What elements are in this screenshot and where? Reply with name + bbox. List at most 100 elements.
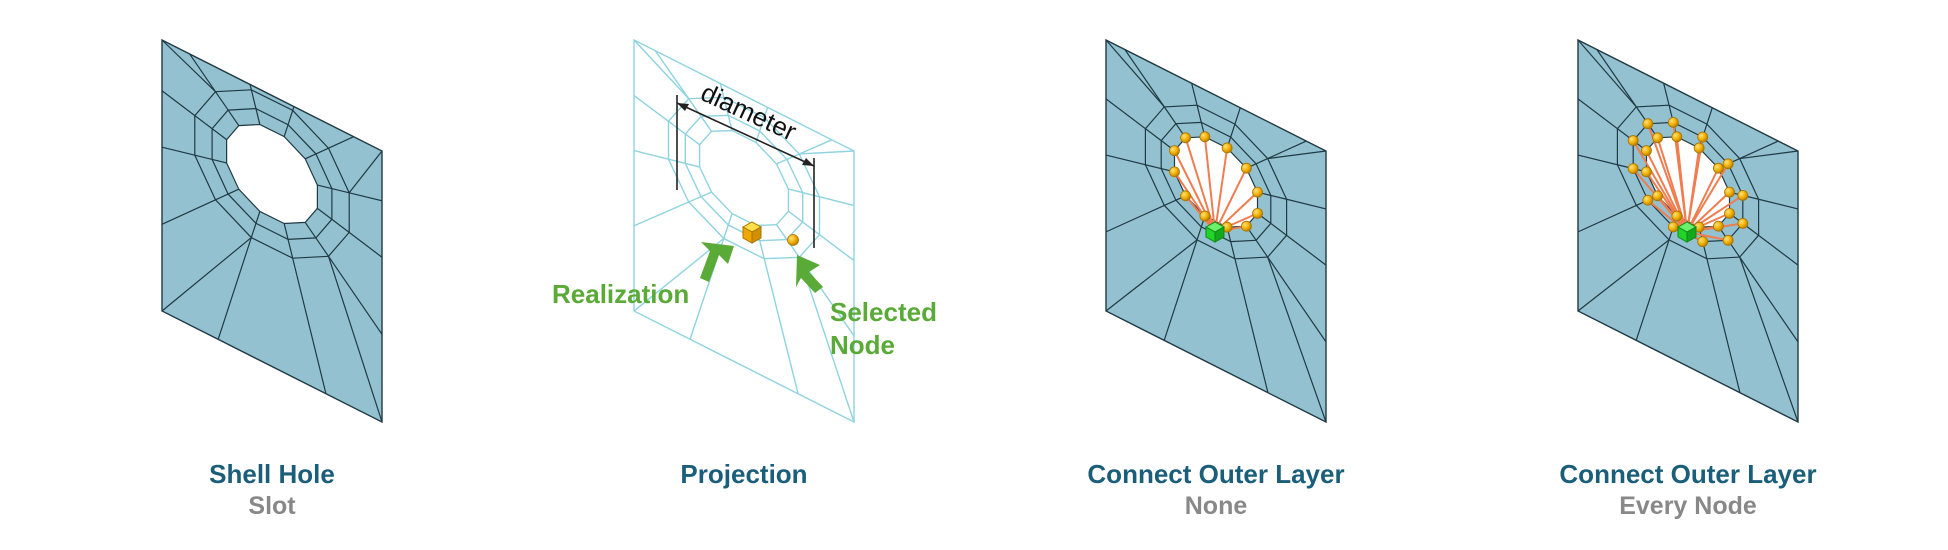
node-icon (1722, 158, 1734, 170)
node-icon (1169, 145, 1180, 157)
node-icon (1667, 116, 1679, 128)
mesh-edge (1635, 239, 1670, 341)
mesh-edge (348, 150, 383, 194)
mesh-edge (249, 84, 252, 90)
caption-shell-hole: Shell Hole Slot (62, 458, 482, 522)
wireframe-mesh (633, 38, 855, 424)
mesh-edge (1577, 204, 1637, 233)
mesh-edge (1105, 239, 1198, 312)
panel-connect-every-node (1577, 38, 1799, 424)
node-icon (1252, 186, 1263, 198)
node-icon (1697, 131, 1709, 143)
spoke-line (1214, 147, 1229, 233)
mesh-edge (292, 258, 327, 394)
spoke-line (1686, 163, 1729, 233)
mesh-edge (1257, 212, 1287, 236)
mesh-edge (304, 222, 329, 257)
mesh-edge (215, 188, 240, 201)
mesh-edge (1706, 107, 1713, 125)
node-icon (1180, 132, 1191, 144)
mesh-edge (349, 192, 383, 202)
node-icon (1722, 234, 1734, 246)
mesh-edge (1577, 154, 1618, 166)
mesh-edge (189, 53, 216, 92)
node-icon (1642, 118, 1654, 130)
mesh-edge (788, 210, 820, 236)
mesh-edge (317, 207, 350, 233)
mesh-edge (1105, 39, 1165, 108)
mesh-edge (1245, 225, 1269, 258)
mesh-edge (763, 258, 799, 394)
mesh-edge (1105, 154, 1146, 166)
mesh-edge (250, 211, 261, 238)
hole-nodes (1169, 131, 1263, 233)
mesh-edge (283, 223, 294, 259)
panel-subtitle: None (1184, 492, 1248, 520)
mesh-edge (327, 256, 383, 423)
hole-edge (226, 123, 318, 225)
center-node-icon (1204, 221, 1226, 243)
node-icon (1724, 186, 1735, 198)
mesh-edge (194, 154, 227, 164)
mesh-edge (1739, 150, 1799, 160)
mesh-edge (819, 234, 855, 262)
mesh-edge (215, 91, 240, 126)
node-icon (1697, 236, 1709, 248)
mesh-edge (1226, 227, 1236, 259)
mesh-edge (633, 39, 690, 100)
spoke-line (1686, 167, 1720, 233)
mesh-edge (283, 110, 294, 137)
node-icon (1693, 142, 1705, 154)
panel-projection: diameter Realization Selected Node (552, 38, 937, 424)
mesh-edge (1758, 234, 1799, 266)
mesh-edge (1196, 105, 1206, 137)
mesh-edge (1105, 98, 1146, 130)
mesh-edge (763, 107, 769, 118)
mesh-edge (1267, 256, 1327, 423)
arrow-icon (796, 255, 823, 293)
mesh-edge (819, 196, 855, 207)
mesh-edge (1577, 98, 1618, 130)
mesh-edge (161, 39, 216, 93)
mesh-edge (1267, 150, 1327, 160)
mesh-edge (633, 201, 689, 227)
cube-icon (741, 221, 763, 244)
caption-projection: Projection (534, 458, 954, 490)
mesh-edge (1191, 83, 1198, 106)
mesh-edge (1163, 106, 1187, 139)
mesh-edge (799, 150, 855, 155)
mesh-edge (755, 117, 765, 143)
spoke-line (1173, 171, 1216, 233)
mesh-edge (788, 188, 820, 198)
selected-node-label-line1: Selected (830, 297, 937, 327)
mesh-edge (633, 94, 669, 122)
mesh-edge (1163, 239, 1198, 341)
node-icon (1199, 131, 1211, 143)
node-icon (1642, 194, 1654, 206)
mesh-edge (1234, 107, 1241, 125)
mesh-edge (328, 136, 354, 149)
mesh-edge (1286, 234, 1327, 266)
node-icon (1627, 163, 1639, 174)
mesh-edge (304, 147, 329, 160)
node-icon (1652, 132, 1663, 144)
node-icon (1641, 145, 1652, 157)
node-icon (1241, 162, 1252, 174)
mesh-edge (161, 146, 195, 156)
mesh-edge (1739, 140, 1779, 160)
panel-subtitle: Every Node (1619, 492, 1757, 520)
hole-edge (698, 129, 790, 227)
mesh-edge (668, 158, 700, 168)
panel-shell-hole (161, 38, 383, 424)
mesh-edge (1758, 198, 1799, 210)
node-icon (1241, 220, 1252, 232)
mesh-edge (723, 97, 733, 131)
node-icon (1671, 131, 1683, 143)
mesh-edge (719, 83, 725, 98)
mesh-edge (1596, 49, 1637, 108)
node-icon (1671, 210, 1683, 222)
panel-connect-none (1105, 38, 1327, 424)
mesh-edge (1145, 128, 1175, 152)
